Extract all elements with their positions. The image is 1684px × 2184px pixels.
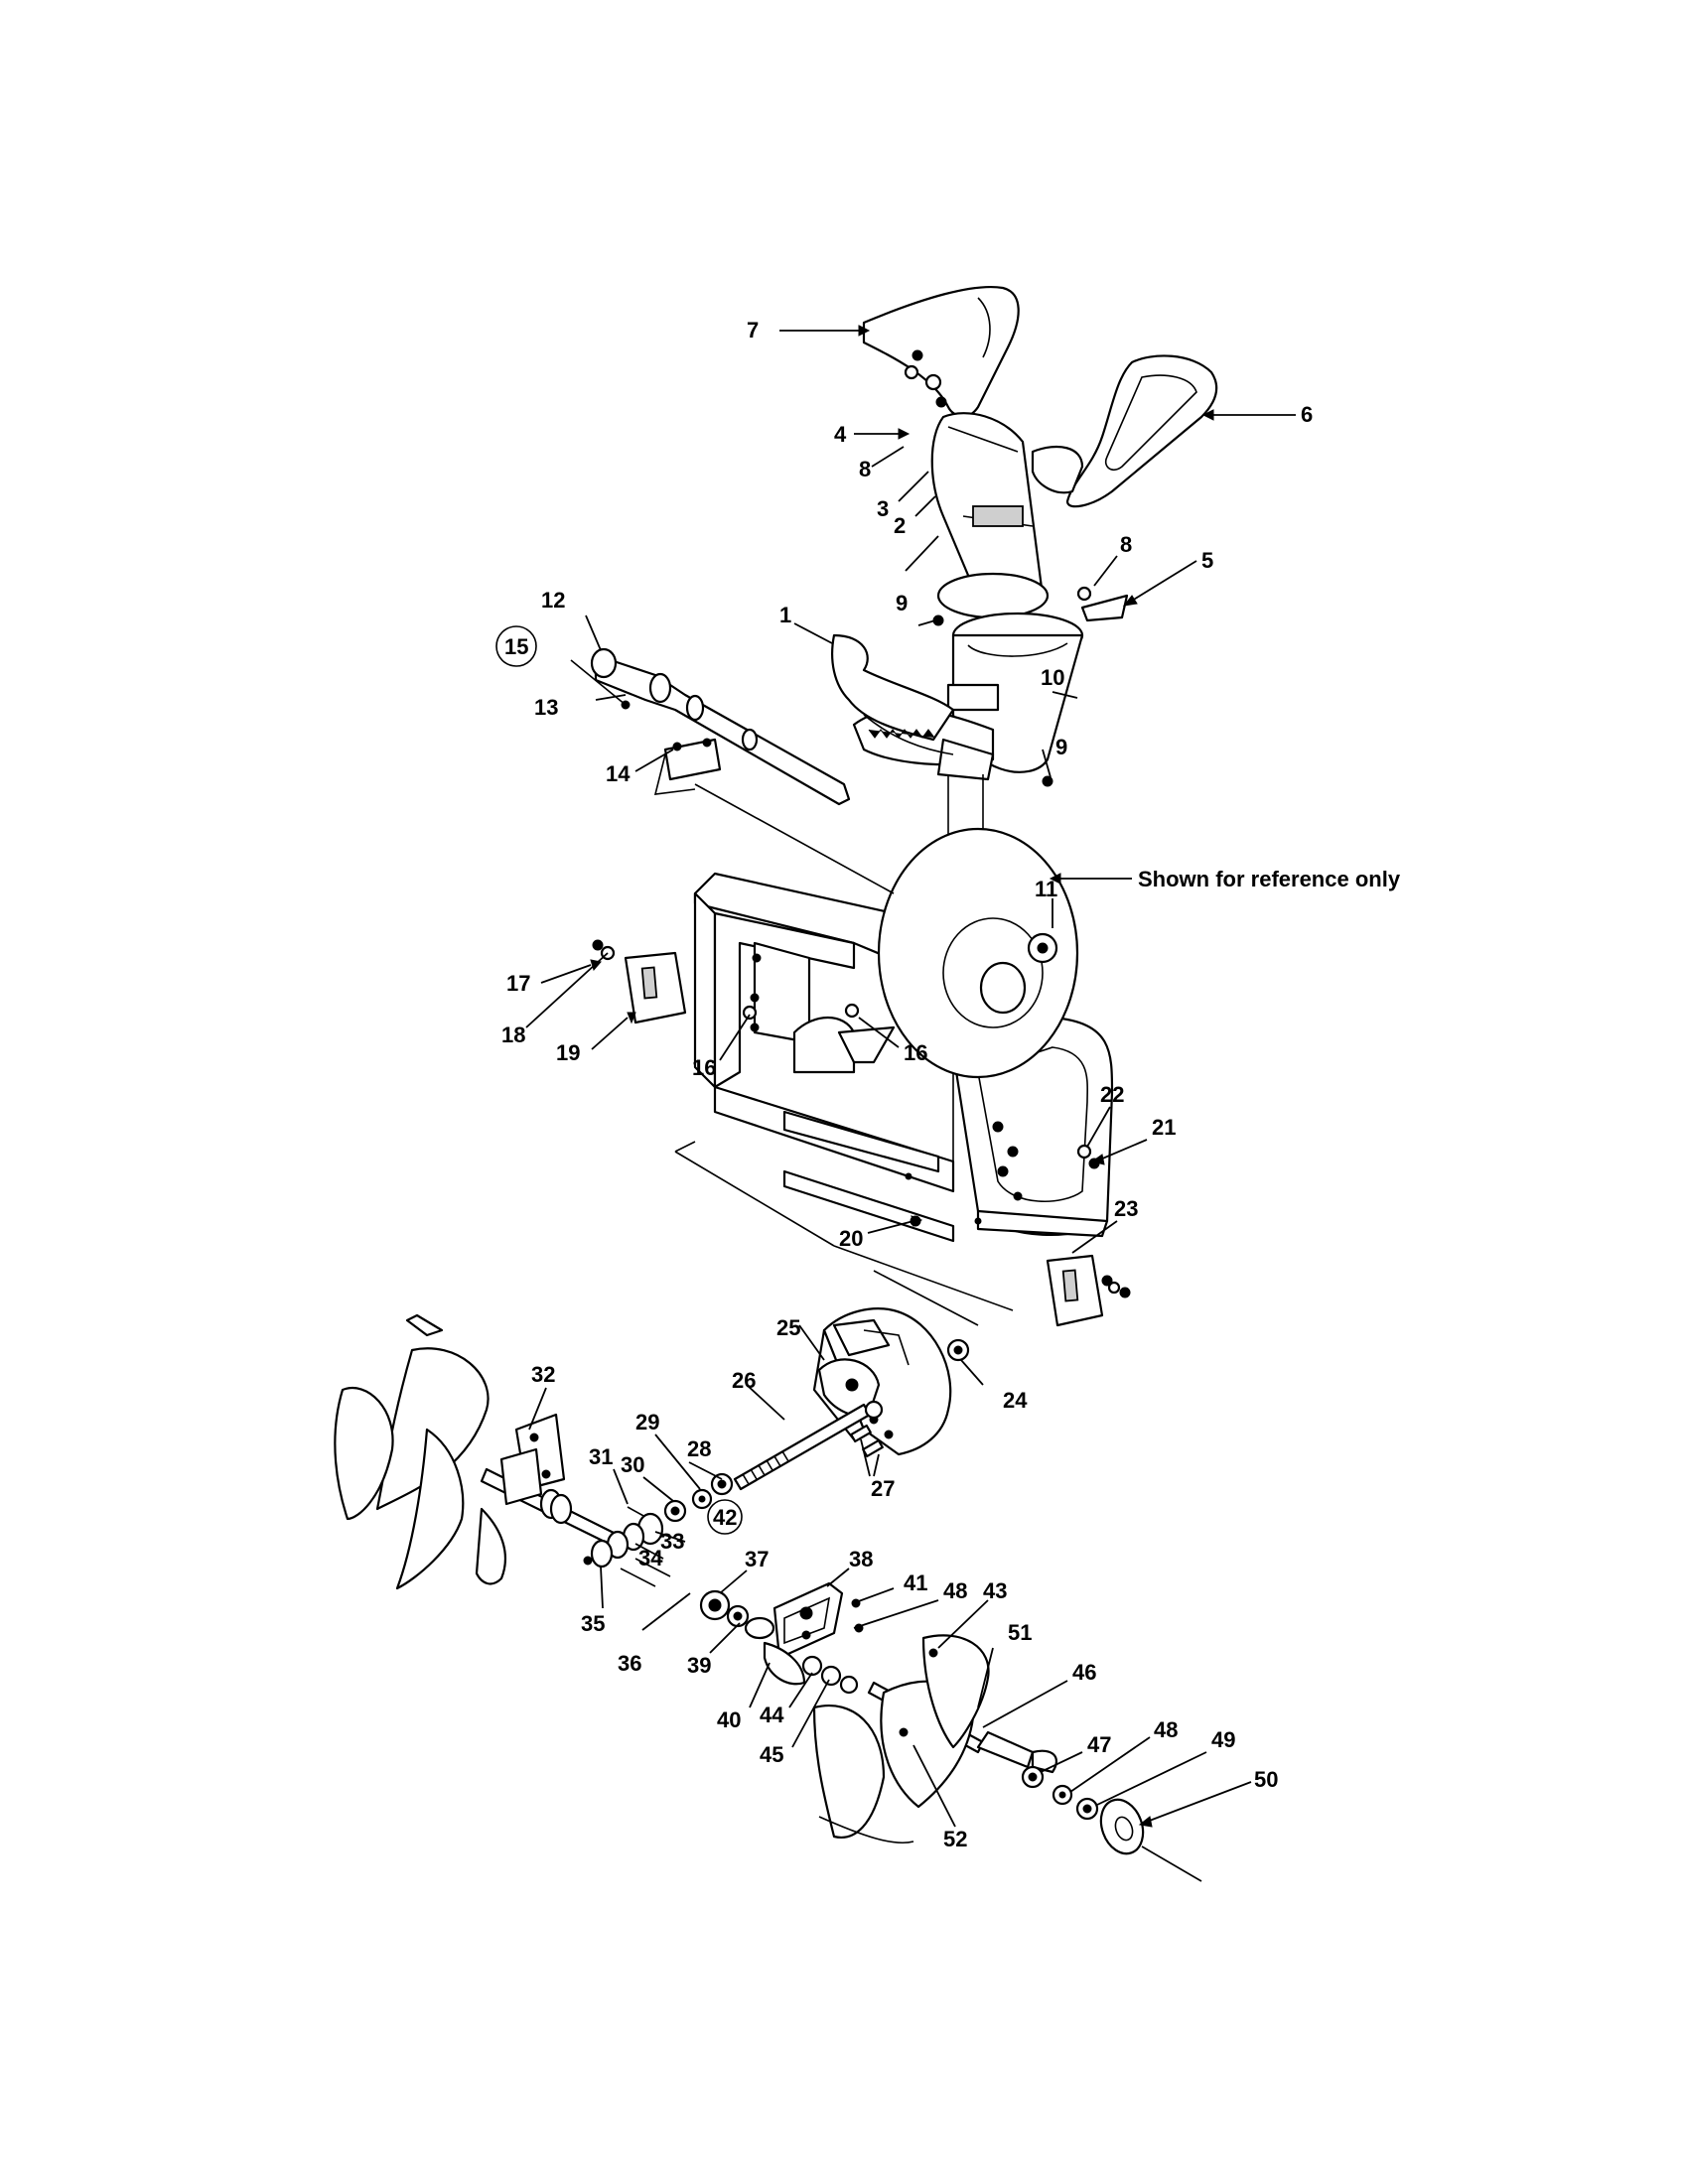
chute-crank-part-15 [570, 647, 851, 806]
callout-9b: 9 [1055, 735, 1067, 759]
reference-note: Shown for reference only [1138, 867, 1401, 891]
callout-41: 41 [904, 1570, 927, 1595]
callout-34: 34 [638, 1546, 663, 1570]
washer-part-24 [946, 1338, 970, 1362]
callout-20: 20 [839, 1226, 863, 1251]
callout-10: 10 [1041, 665, 1064, 690]
callout-38: 38 [849, 1547, 873, 1571]
callout-26: 26 [732, 1368, 756, 1393]
callout-35: 35 [581, 1611, 605, 1636]
chute-rotator-part-1 [831, 633, 955, 755]
right-auger-parts-43-46 [812, 1634, 1057, 1844]
callout-24: 24 [1003, 1388, 1028, 1413]
callout-43: 43 [983, 1578, 1007, 1603]
callout-5: 5 [1201, 548, 1213, 573]
callout-45: 45 [760, 1742, 783, 1767]
callout-22: 22 [1100, 1082, 1124, 1107]
callout-31: 31 [589, 1444, 613, 1469]
callout-8a: 8 [859, 457, 871, 481]
callout-labels: 7 6 4 8 3 2 8 5 1 9 10 9 12 15 13 14 11 … [495, 318, 1401, 1851]
callout-9a: 9 [896, 591, 908, 615]
callout-7: 7 [747, 318, 759, 342]
crank-bracket-part-14 [653, 738, 722, 795]
callout-49: 49 [1211, 1727, 1235, 1752]
callout-44: 44 [760, 1703, 784, 1727]
callout-3: 3 [877, 496, 889, 521]
callout-50: 50 [1254, 1767, 1278, 1792]
leader-lines [525, 325, 1296, 1828]
callout-8b: 8 [1120, 532, 1132, 557]
worm-shaft-part-26 [733, 1400, 884, 1491]
callout-42: 42 [713, 1505, 737, 1530]
callout-37: 37 [745, 1547, 769, 1571]
callout-28: 28 [687, 1436, 711, 1461]
hardware-bolts [592, 349, 1131, 1298]
callout-47: 47 [1087, 1732, 1111, 1757]
callout-30: 30 [621, 1452, 644, 1477]
callout-2: 2 [894, 513, 906, 538]
callout-40: 40 [717, 1707, 741, 1732]
callout-29: 29 [635, 1410, 659, 1434]
callout-1: 1 [779, 603, 791, 627]
callout-12: 12 [541, 588, 565, 613]
callout-13: 13 [534, 695, 558, 720]
callout-39: 39 [687, 1653, 711, 1678]
callout-15-circle [495, 625, 537, 667]
callout-17: 17 [506, 971, 530, 996]
callout-33: 33 [660, 1529, 684, 1554]
callout-36: 36 [618, 1651, 641, 1676]
discharge-chute-part-6 [1031, 354, 1218, 508]
auger-shaft-parts-32-36 [480, 1413, 671, 1587]
callout-18: 18 [501, 1023, 525, 1047]
callout-23: 23 [1114, 1196, 1138, 1221]
end-hardware-parts-47-50 [1021, 1765, 1202, 1882]
chute-deflector-part-7 [862, 285, 1020, 418]
callout-15: 15 [504, 634, 528, 659]
gear-housing-parts-37-45 [699, 1581, 864, 1695]
callout-16b: 16 [692, 1055, 716, 1080]
callout-46: 46 [1072, 1660, 1096, 1685]
callout-25: 25 [776, 1315, 800, 1340]
callout-19: 19 [556, 1040, 580, 1065]
shaft-bearings-parts-28-31 [627, 1472, 734, 1523]
callout-42-circle [707, 1499, 743, 1535]
gearbox-part-25 [812, 1307, 952, 1456]
callout-52: 52 [943, 1827, 967, 1851]
callout-27: 27 [871, 1476, 895, 1501]
callout-6: 6 [1301, 402, 1313, 427]
callout-21: 21 [1152, 1115, 1176, 1140]
callout-51: 51 [1008, 1620, 1032, 1645]
callout-48b: 48 [1154, 1717, 1178, 1742]
callout-32: 32 [531, 1362, 555, 1387]
callout-16a: 16 [904, 1040, 927, 1065]
skid-shoe-part-19 [624, 951, 687, 1024]
guide-lines [674, 783, 1014, 1326]
callout-48a: 48 [943, 1578, 967, 1603]
auger-housing [693, 827, 1114, 1243]
left-auger [334, 1313, 506, 1590]
upper-chute-assembly [930, 412, 1050, 619]
callout-14: 14 [606, 761, 631, 786]
skid-shoe-part-23 [1046, 1254, 1104, 1327]
callout-11: 11 [1035, 877, 1057, 901]
callout-4: 4 [834, 422, 847, 447]
